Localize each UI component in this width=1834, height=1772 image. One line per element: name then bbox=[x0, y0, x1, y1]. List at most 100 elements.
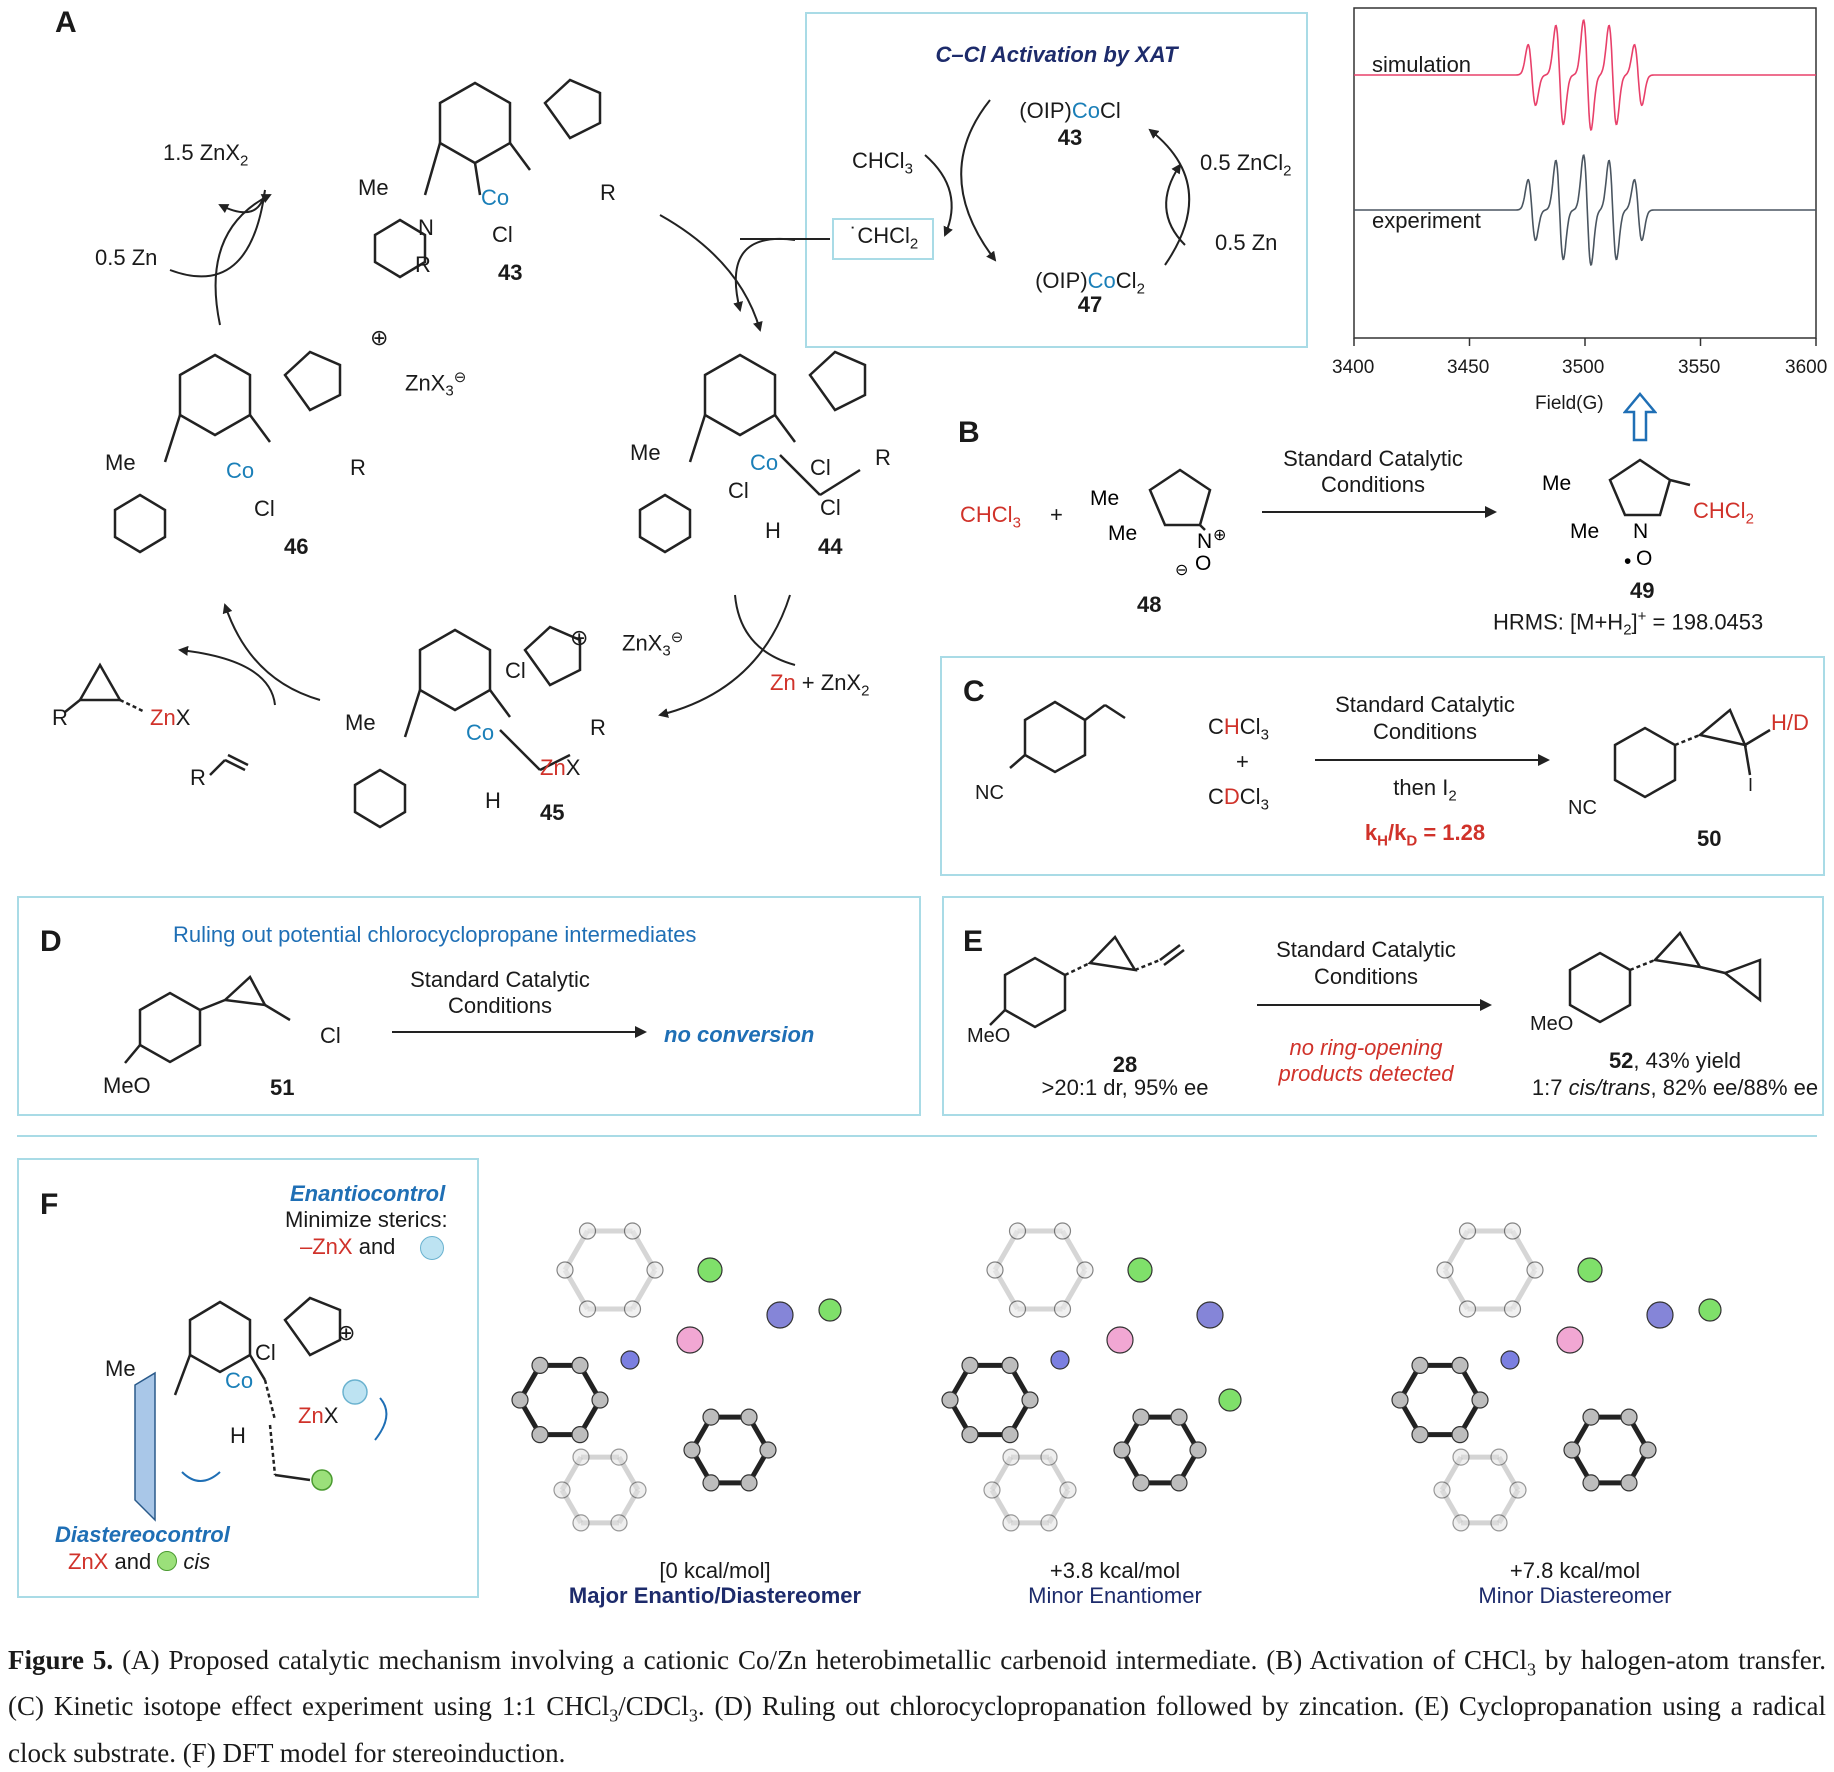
atom bbox=[961, 1426, 979, 1444]
atom bbox=[702, 1474, 720, 1492]
meo-e: MeO bbox=[967, 1025, 1011, 1047]
atom bbox=[961, 1356, 979, 1374]
atom bbox=[571, 1356, 589, 1374]
atom bbox=[511, 1391, 529, 1409]
panel-letter-f: F bbox=[40, 1188, 59, 1221]
me-label-44: Me bbox=[630, 440, 661, 465]
nc-c: NC bbox=[975, 782, 1004, 804]
simulation-trace bbox=[1354, 19, 1816, 131]
atom bbox=[1490, 1514, 1508, 1532]
panel-letter-b: B bbox=[958, 416, 980, 449]
atom bbox=[646, 1261, 664, 1279]
charge-plus-f: ⊕ bbox=[337, 1320, 356, 1345]
i-label: I bbox=[1748, 775, 1754, 795]
hrms-label: HRMS: [M+H2]+ = 198.0453 bbox=[1493, 608, 1764, 639]
cmpd-47: 47 bbox=[1077, 292, 1103, 317]
conditions-c-2: Conditions bbox=[1373, 719, 1477, 744]
compound-43: 43 bbox=[498, 260, 523, 285]
zinc-atom bbox=[1196, 1301, 1224, 1329]
energy-1: [0 kcal/mol] bbox=[659, 1558, 771, 1583]
atom bbox=[1001, 1426, 1019, 1444]
atom bbox=[1076, 1261, 1094, 1279]
cobalt-atom bbox=[1106, 1326, 1134, 1354]
panel-f-box bbox=[17, 1158, 479, 1598]
atom bbox=[1008, 1222, 1027, 1240]
atom bbox=[578, 1300, 597, 1318]
note-e-1: no ring-opening bbox=[1289, 1035, 1443, 1060]
me-label: Me bbox=[358, 175, 389, 200]
reagent-znx2: 1.5 ZnX2 bbox=[163, 140, 249, 170]
atom bbox=[702, 1408, 720, 1426]
atom bbox=[1132, 1474, 1150, 1492]
product-chcl2: CHCl2 bbox=[1693, 498, 1754, 528]
svg-text:⊕: ⊕ bbox=[1213, 527, 1226, 544]
atom bbox=[1021, 1391, 1039, 1409]
compound-28: 28 bbox=[1112, 1052, 1138, 1077]
cl-label-44c: Cl bbox=[820, 495, 841, 520]
atom bbox=[1526, 1261, 1544, 1279]
compound-48: 48 bbox=[1137, 592, 1162, 617]
h-label-f: H bbox=[230, 1423, 246, 1448]
atom bbox=[556, 1261, 574, 1279]
conditions-b-2: Conditions bbox=[1321, 472, 1425, 497]
me-label-45: Me bbox=[345, 710, 376, 735]
conditions-d-1: Standard Catalytic bbox=[410, 967, 590, 992]
note-e-2: products detected bbox=[1278, 1061, 1454, 1086]
atom bbox=[1040, 1448, 1058, 1466]
conditions-b-1: Standard Catalytic bbox=[1283, 446, 1463, 471]
atom bbox=[1002, 1448, 1020, 1466]
chcl2-radical-box bbox=[832, 218, 934, 260]
atom bbox=[572, 1514, 590, 1532]
figure-caption: Figure 5. (A) Proposed catalytic mechani… bbox=[8, 1645, 1826, 1768]
panel-c-box bbox=[940, 656, 1825, 876]
panel-d-box bbox=[17, 896, 921, 1116]
co-label-43: Co bbox=[481, 185, 510, 210]
co-label-44: Co bbox=[750, 450, 779, 475]
meo-d: MeO bbox=[103, 1073, 151, 1098]
compound-49: 49 bbox=[1630, 578, 1655, 603]
panel-e-box bbox=[942, 896, 1824, 1116]
atom bbox=[1458, 1300, 1477, 1318]
chcl2-radical: ˙CHCl2 bbox=[850, 223, 919, 253]
enantio-title: Enantiocontrol bbox=[290, 1181, 446, 1206]
product-52-drawing bbox=[1568, 930, 1762, 1024]
experiment-label: experiment bbox=[1372, 208, 1481, 233]
kie-value: kH/kD = 1.28 bbox=[1364, 820, 1486, 850]
atom bbox=[1132, 1408, 1150, 1426]
atom bbox=[1002, 1514, 1020, 1532]
simulation-label: simulation bbox=[1372, 52, 1472, 77]
meo-e-product: MeO bbox=[1530, 1013, 1574, 1035]
green-sphere-icon bbox=[157, 1551, 178, 1571]
atom bbox=[1436, 1261, 1454, 1279]
energy-3: +7.8 kcal/mol bbox=[1509, 1558, 1641, 1583]
cl-label-43: Cl bbox=[492, 222, 513, 247]
compound-45: 45 bbox=[540, 800, 565, 825]
atom bbox=[623, 1300, 642, 1318]
svg-text:O: O bbox=[1636, 547, 1652, 570]
cl-label-46: Cl bbox=[254, 496, 275, 521]
znx-label-f: ZnX bbox=[298, 1403, 339, 1428]
chlorine-atom bbox=[818, 1298, 842, 1322]
atom bbox=[1490, 1448, 1508, 1466]
atom bbox=[572, 1448, 590, 1466]
tick-3400: 3400 bbox=[1332, 357, 1375, 378]
atom bbox=[1451, 1426, 1469, 1444]
svg-text:N: N bbox=[1197, 530, 1212, 553]
tick-3450: 3450 bbox=[1447, 357, 1490, 378]
arrow-e bbox=[1257, 999, 1492, 1011]
charge-plus-45: ⊕ bbox=[570, 625, 589, 650]
complex-43-drawing bbox=[373, 78, 602, 279]
compound-28-detail: >20:1 dr, 95% ee bbox=[1041, 1075, 1209, 1100]
atom bbox=[1008, 1300, 1027, 1318]
cmpd-43-xat: 43 bbox=[1057, 125, 1083, 150]
svg-text:Me: Me bbox=[1570, 520, 1599, 543]
cl-d: Cl bbox=[320, 1023, 341, 1048]
label-1: Major Enantio/Diastereomer bbox=[568, 1583, 862, 1608]
r-label-43b: R bbox=[415, 252, 431, 277]
co-label-f: Co bbox=[225, 1368, 254, 1393]
r-label-alkene: R bbox=[190, 765, 206, 790]
compound-44: 44 bbox=[818, 534, 843, 559]
r-label-45: R bbox=[590, 715, 606, 740]
znx3-46: ZnX3⊖ bbox=[405, 369, 467, 400]
